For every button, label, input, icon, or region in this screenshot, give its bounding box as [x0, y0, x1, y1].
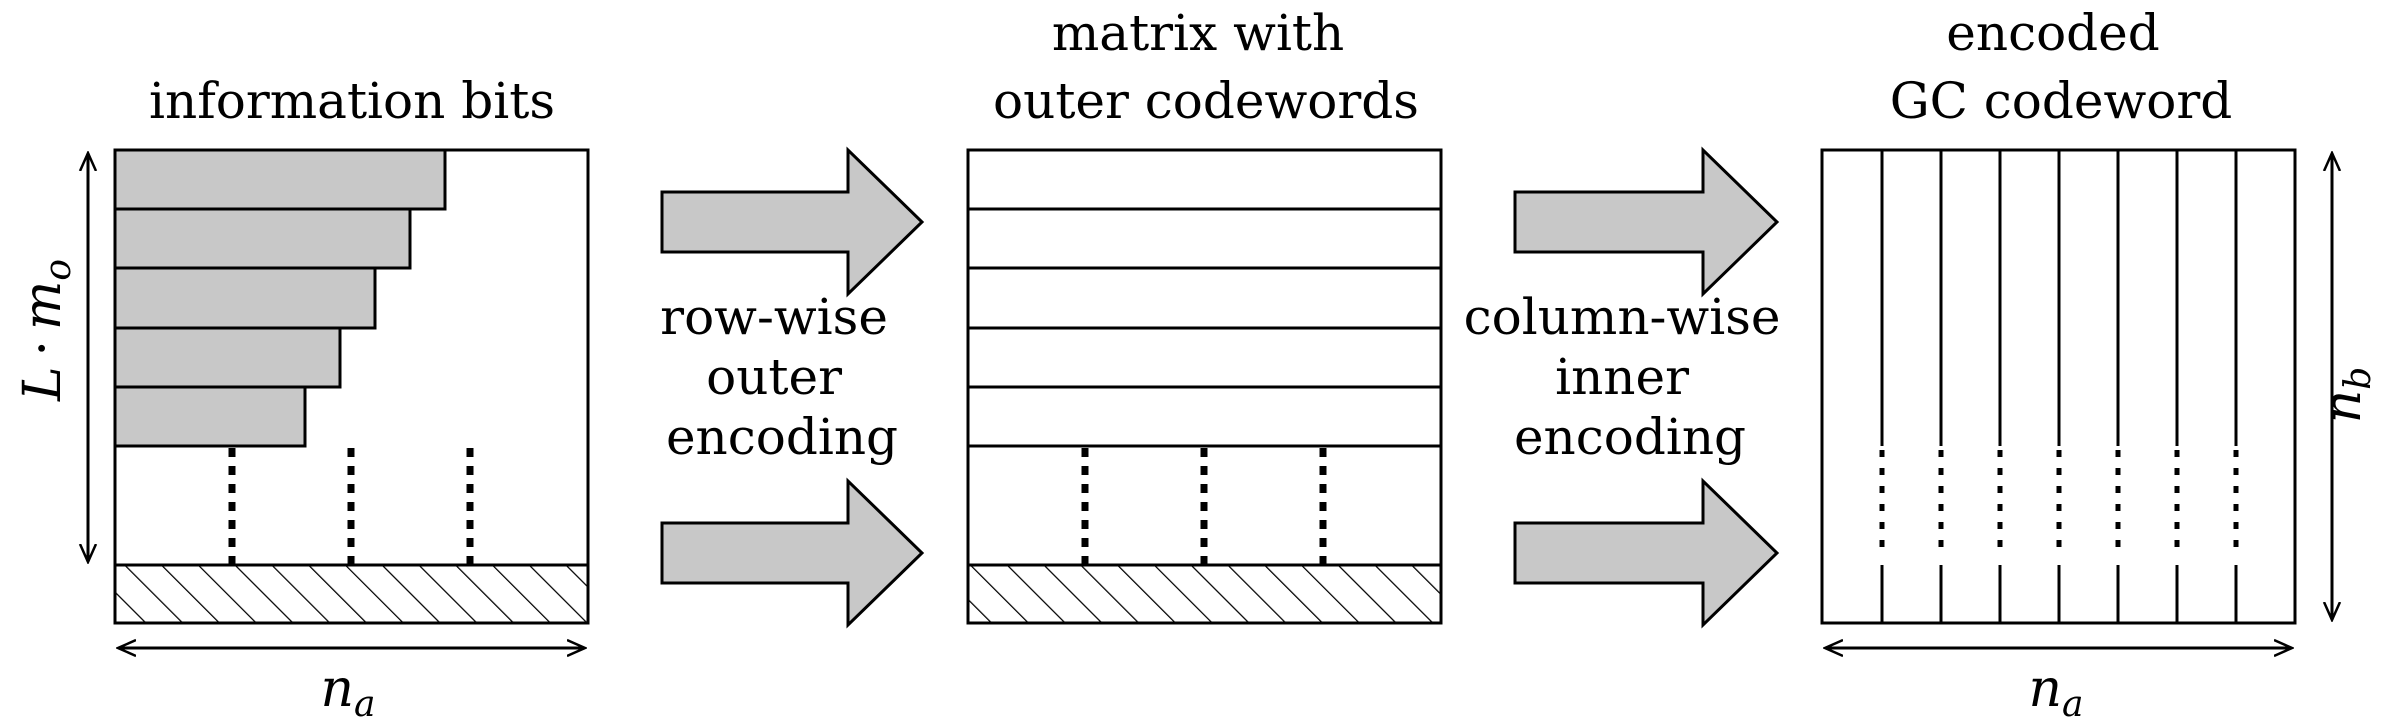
arrow2-bottom-shape [1513, 477, 1780, 629]
panel2-title: matrix with outer codewords [993, 4, 1419, 130]
info-bar-2 [113, 207, 412, 270]
panel3-width-label: na [2029, 659, 2084, 725]
panel1-hatched-band [113, 563, 590, 625]
arrow-column-wise-inner-encoding: column-wise inner encoding [1464, 146, 1797, 629]
panel3-column-lines-bottom [1880, 565, 2238, 623]
panel-information-bits: information bits L·mo na [13, 72, 590, 725]
info-bar-4 [113, 326, 342, 389]
arrow2-top-shape [1513, 146, 1780, 298]
panel-outer-codewords: matrix with outer codewords [966, 4, 1443, 625]
info-bar-1 [113, 148, 447, 211]
arrow1-top-shape [660, 146, 925, 298]
panel1-ellipsis-dots [228, 448, 474, 565]
panel1-info-bars [113, 148, 447, 448]
panel2-hatched-band [966, 563, 1443, 625]
panel-gc-codeword: encoded GC codeword [1820, 4, 2379, 725]
info-bar-5 [113, 385, 307, 448]
panel2-row-lines [968, 207, 1441, 448]
arrow1-bottom-shape [660, 477, 925, 629]
panel3-height-label: nb [2313, 367, 2379, 424]
panel3-column-lines-top [1880, 150, 2238, 446]
panel1-width-label: na [321, 659, 376, 725]
panel2-ellipsis-dots [1081, 448, 1327, 565]
panel1-title: information bits [149, 72, 555, 130]
panel1-height-label: L·mo [13, 259, 79, 402]
panel3-title: encoded GC codeword [1890, 4, 2233, 130]
arrow2-label: column-wise inner encoding [1464, 288, 1797, 466]
info-bar-3 [113, 266, 377, 330]
arrow1-label: row-wise outer encoding [660, 288, 904, 466]
arrow-row-wise-outer-encoding: row-wise outer encoding [660, 146, 925, 629]
